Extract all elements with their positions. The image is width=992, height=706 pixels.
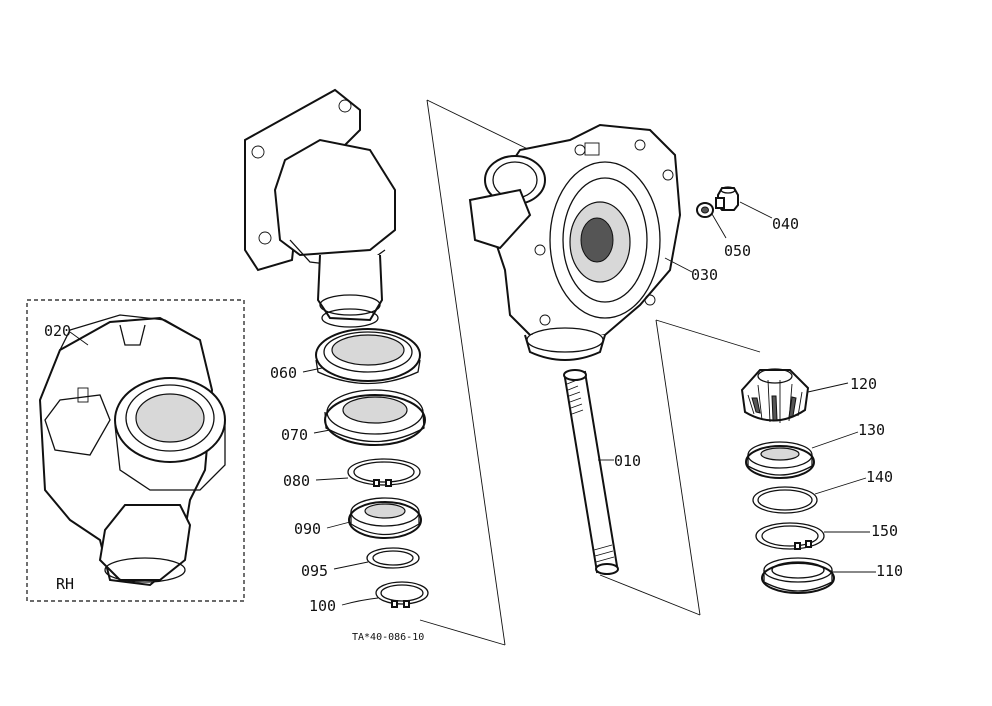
leader-100 [341, 597, 379, 606]
inset-frame [26, 299, 245, 602]
snap-ring-100 [375, 581, 429, 608]
leader-090 [326, 521, 351, 529]
leader-070 [313, 429, 331, 434]
callout-120: 120 [850, 375, 877, 393]
leader-080 [315, 477, 349, 481]
washer-050 [696, 202, 714, 218]
callout-100: 100 [309, 597, 336, 615]
seal-060 [315, 328, 421, 385]
plug-040 [715, 186, 739, 211]
assembly-lines [419, 99, 761, 646]
callout-130: 130 [858, 421, 885, 439]
inset-label: RH [56, 575, 74, 593]
leader-120 [807, 382, 849, 393]
callout-140: 140 [866, 468, 893, 486]
gear-case-030 [468, 123, 682, 361]
callout-040: 040 [772, 215, 799, 233]
bearing-090 [348, 497, 422, 539]
callout-090: 090 [294, 520, 321, 538]
bearing-130 [745, 441, 815, 479]
leader-060 [302, 367, 323, 373]
snap-ring-150 [755, 522, 825, 550]
snap-ring-080 [347, 458, 421, 487]
leader-020 [69, 331, 89, 346]
collar-110 [761, 557, 835, 594]
bevel-gear-120 [740, 368, 810, 423]
gear-case-cover [244, 88, 396, 328]
rh-housing-020 [38, 314, 226, 587]
leader-040 [739, 201, 773, 219]
snap-ring-140 [752, 486, 818, 514]
shaft-010 [563, 369, 619, 575]
callout-080: 080 [283, 472, 310, 490]
callout-010: 010 [614, 452, 641, 470]
leader-095 [333, 561, 369, 570]
rh-inset: RH 020 [26, 299, 245, 602]
leader-140 [814, 477, 867, 495]
leader-030 [664, 257, 693, 273]
leader-130 [811, 431, 859, 449]
callout-070: 070 [281, 426, 308, 444]
callout-020: 020 [44, 322, 71, 340]
callout-030: 030 [691, 266, 718, 284]
bearing-070 [324, 389, 426, 446]
figure-code: TA*40-086-10 [352, 632, 424, 643]
leader-050 [711, 213, 727, 239]
callout-110: 110 [876, 562, 903, 580]
callout-050: 050 [724, 242, 751, 260]
snap-ring-095 [366, 547, 420, 569]
callout-060: 060 [270, 364, 297, 382]
callout-150: 150 [871, 522, 898, 540]
callout-095: 095 [301, 562, 328, 580]
